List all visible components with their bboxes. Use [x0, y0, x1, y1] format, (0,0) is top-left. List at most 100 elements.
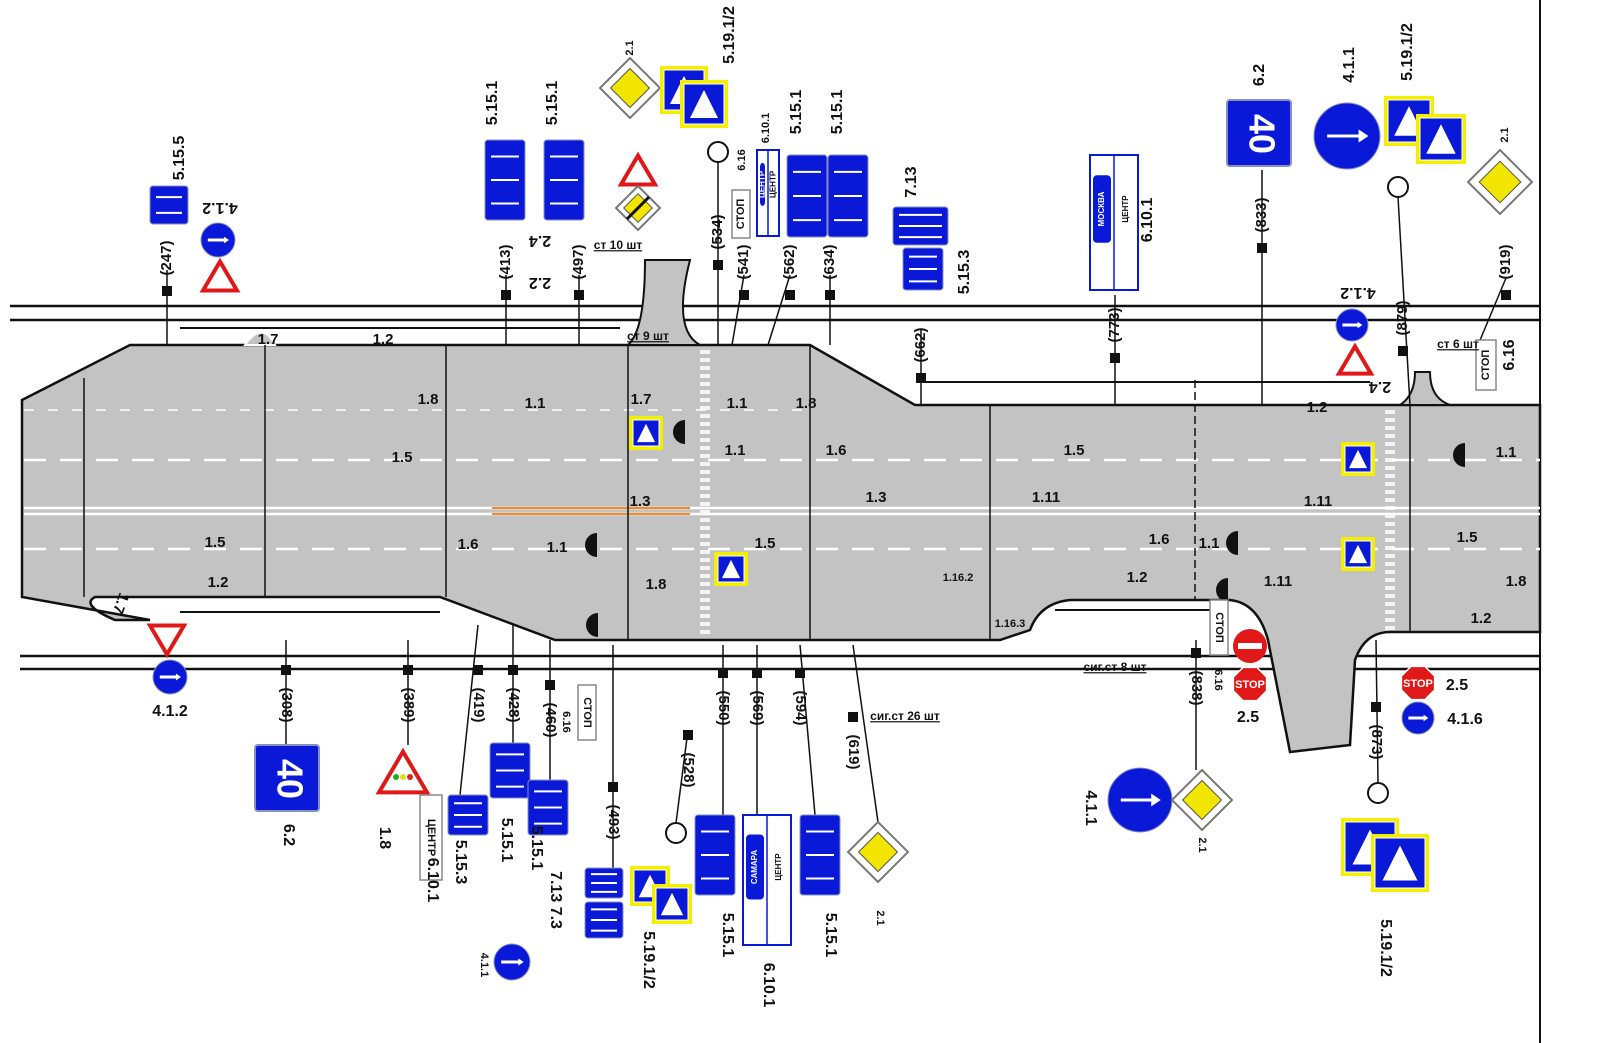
yield-sign	[146, 623, 188, 659]
sign-plate	[254, 744, 320, 812]
section-lines	[83, 345, 1411, 640]
pedestrian-icon	[690, 90, 718, 118]
sign-code-label: 5.15.1	[498, 818, 515, 863]
pole-marker	[785, 290, 795, 300]
triangle	[199, 257, 241, 293]
distance-marker: (773)	[1106, 307, 1123, 342]
lane-direction-sign	[786, 154, 828, 238]
marking-label: 1.2	[1471, 610, 1492, 627]
advance-direction-sign: МОСКВА ЦЕНТР	[1089, 154, 1139, 291]
straight-only-sign	[1107, 767, 1173, 833]
sign-code-label: 6.16	[1501, 339, 1518, 370]
lamp	[407, 774, 413, 780]
plate	[1209, 599, 1229, 656]
distance-marker: (562)	[781, 244, 798, 279]
sign-code-label: 5.15.1	[528, 826, 545, 871]
sign-code-label: 5.19.1/2	[1377, 919, 1394, 977]
sign-code-label: 4.1.2	[202, 199, 238, 216]
pole-marker	[916, 373, 926, 383]
sign-code-label: 2.1	[874, 910, 886, 925]
distance-marker: (428)	[505, 687, 522, 722]
marking-label: 1.7	[258, 331, 279, 348]
pedestrian-crossing-sign	[1341, 442, 1375, 476]
quantity-note: ст 9 шт	[627, 329, 669, 343]
sign-code-label: 6.10.1	[424, 858, 441, 903]
traffic-light-icon	[673, 420, 685, 444]
stripe	[625, 195, 651, 221]
sign-code-label: 6.16	[1212, 669, 1224, 690]
distance-marker: (619)	[845, 734, 862, 769]
sign-code-label: 5.15.1	[484, 81, 501, 126]
straight-only-sign	[1313, 102, 1381, 170]
pedestrian-icon	[721, 559, 741, 579]
marking-label: 1.3	[630, 493, 651, 510]
marking-label: 1.2	[373, 331, 394, 348]
pole-marker	[508, 665, 518, 675]
triangle	[146, 623, 188, 659]
sign-pole	[731, 274, 745, 346]
city-badge	[1093, 175, 1111, 243]
direction-sign: ЦЕНТР	[419, 794, 443, 881]
pedestrian-crossing-sign	[652, 884, 692, 924]
quantity-note: сиг.ст 8 шт	[1084, 660, 1147, 674]
pedestrian-icon	[1348, 544, 1368, 564]
triangle	[375, 747, 431, 795]
marking-label: 1.8	[646, 576, 667, 593]
pedestrian-icon	[660, 892, 684, 916]
turn-left-sign	[1335, 308, 1369, 342]
island-top	[243, 331, 277, 346]
sign-code-label: 5.15.5	[171, 136, 188, 181]
lane-direction-sign	[484, 139, 526, 221]
marking-label: 1.2	[208, 574, 229, 591]
marking-label: 1.16.3	[995, 618, 1026, 630]
pole-marker	[739, 290, 749, 300]
priority-road-sign	[1170, 768, 1234, 832]
stop-text: STOP	[1235, 679, 1265, 691]
pedestrian-crossing-sign	[629, 416, 663, 450]
turn-right-sign	[152, 659, 188, 695]
pole-marker	[162, 286, 172, 296]
pole-marker	[608, 782, 618, 792]
sign-code-label: 5.19.1/2	[640, 931, 657, 989]
plate	[1475, 339, 1497, 391]
sign-code-label: 2.2	[529, 274, 551, 291]
pole-marker	[1501, 290, 1511, 300]
distance-marker: (308)	[278, 687, 295, 722]
speed-limit-info-sign: 40	[254, 744, 320, 812]
distance-marker: (919)	[1497, 244, 1514, 279]
pole-marker	[683, 730, 693, 740]
quantity-note: ст 6 шт	[1437, 337, 1479, 351]
bar	[1238, 643, 1262, 649]
marking-label: 1.1	[1496, 444, 1517, 461]
stop-sign: STOP	[1232, 666, 1268, 702]
service-info-sign	[584, 867, 624, 899]
sign-code-label: 4.1.1	[1341, 47, 1358, 83]
arrow-head	[1358, 129, 1369, 143]
sign-code-label: 2.5	[1237, 709, 1259, 726]
pole-marker	[718, 668, 728, 678]
sign-pole	[459, 624, 479, 796]
sign-code-label: 5.19.1/2	[1399, 23, 1416, 81]
distance-marker: (534)	[709, 214, 726, 249]
distance-marker: (569)	[749, 690, 766, 725]
traffic-light-icon	[1453, 443, 1465, 467]
marking-label: 1.5	[1064, 442, 1085, 459]
city-name: МОСКВА	[1097, 191, 1106, 226]
lane-direction-sign	[527, 779, 569, 836]
sign-code-label: 4.1.6	[1447, 711, 1483, 728]
pole-marker	[501, 290, 511, 300]
pedestrian-icon	[1348, 449, 1368, 469]
marking-label: 1.5	[1457, 529, 1478, 546]
lane-start-sign	[902, 247, 944, 291]
marking-label: 1.1	[727, 395, 748, 412]
direction-name: ЦЕНТР	[1121, 195, 1130, 223]
sign-code-label: 6.10.1	[760, 113, 772, 144]
fence-lines	[180, 327, 1370, 613]
lamp-icon	[1367, 782, 1389, 804]
sign-code-label: 2.5	[1446, 677, 1468, 694]
lane-start-sign	[447, 794, 489, 836]
sign-code-label: 4.1.1	[1082, 790, 1099, 826]
marking-label: 1.5	[755, 535, 776, 552]
